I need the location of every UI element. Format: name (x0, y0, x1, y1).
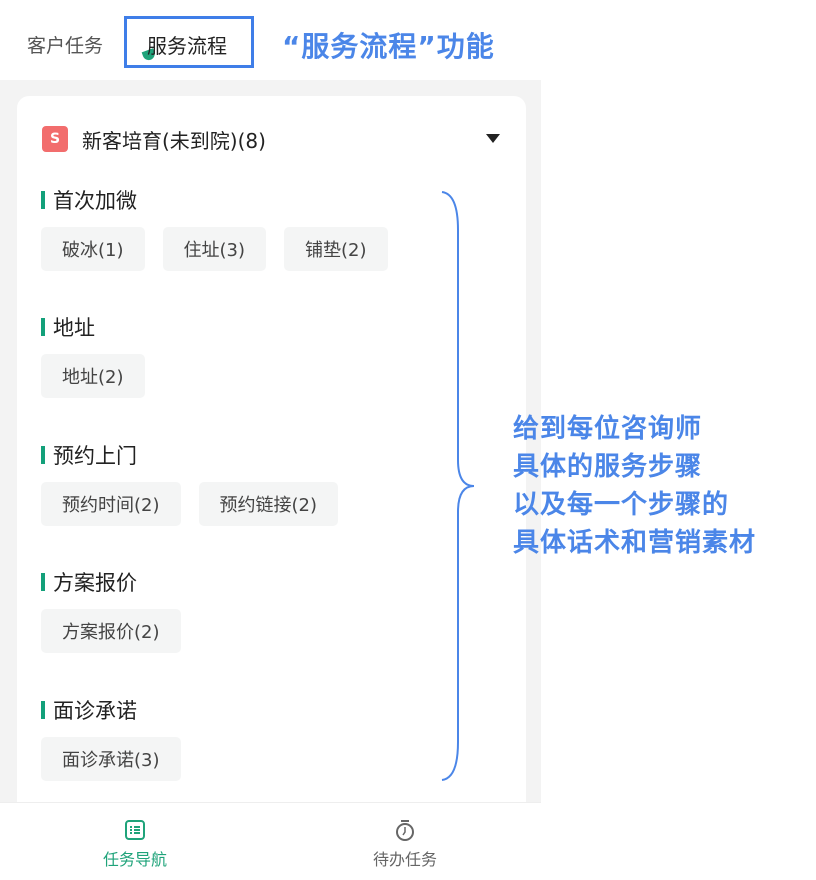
chip-address[interactable]: 地址(2) (41, 354, 145, 398)
annotation-line: 以及每一个步骤的 (513, 490, 730, 520)
chip-groundwork[interactable]: 铺垫(2) (284, 227, 388, 271)
nav-label: 待办任务 (372, 850, 437, 869)
section-marker (41, 701, 45, 719)
section-title: 地址 (53, 316, 95, 340)
chip-icebreak[interactable]: 破冰(1) (41, 227, 145, 271)
section-title: 预约上门 (53, 444, 137, 468)
flow-icon: S (42, 126, 68, 152)
flow-card-header[interactable]: S 新客培育(未到院)(8) (42, 124, 266, 154)
annotation-line: 给到每位咨询师 (513, 414, 703, 444)
section-marker (41, 318, 45, 336)
chip-appointment-time[interactable]: 预约时间(2) (41, 482, 181, 526)
brace-annotation (441, 191, 475, 781)
section-title: 方案报价 (53, 571, 137, 595)
list-icon (125, 820, 145, 840)
chip-consult-promise[interactable]: 面诊承诺(3) (41, 737, 181, 781)
section-quote: 方案报价 方案报价(2) (41, 569, 181, 653)
highlight-box (124, 16, 254, 68)
section-title: 面诊承诺 (53, 699, 137, 723)
chip-appointment-link[interactable]: 预约链接(2) (198, 482, 338, 526)
section-appointment: 预约上门 预约时间(2) 预约链接(2) (41, 442, 338, 526)
nav-todo-tasks[interactable]: 待办任务 (270, 803, 540, 880)
annotation-line: 具体话术和营销素材 (513, 528, 757, 558)
annotation-body: 给到每位咨询师 具体的服务步骤 以及每一个步骤的 具体话术和营销素材 (513, 410, 756, 562)
section-address: 地址 地址(2) (41, 314, 145, 398)
stopwatch-icon (396, 820, 414, 841)
flow-card (17, 96, 526, 802)
tab-service-flow[interactable]: 服务流程 (147, 34, 227, 58)
flow-title: 新客培育(未到院)(8) (82, 128, 266, 153)
chip-address[interactable]: 住址(3) (162, 227, 266, 271)
annotation-title: “服务流程”功能 (282, 30, 495, 63)
bottom-nav: 任务导航 待办任务 (0, 802, 541, 880)
chip-quote[interactable]: 方案报价(2) (41, 609, 181, 653)
section-marker (41, 573, 45, 591)
top-tab-bar: 客户任务 服务流程 “服务流程”功能 (0, 0, 816, 80)
section-first-add: 首次加微 破冰(1) 住址(3) 铺垫(2) (41, 187, 388, 271)
section-consult-promise: 面诊承诺 面诊承诺(3) (41, 697, 181, 781)
section-title: 首次加微 (53, 189, 137, 213)
section-marker (41, 191, 45, 209)
nav-task-navigation[interactable]: 任务导航 (0, 803, 270, 880)
tab-customer-tasks[interactable]: 客户任务 (27, 35, 104, 57)
section-marker (41, 446, 45, 464)
annotation-line: 具体的服务步骤 (513, 452, 703, 482)
caret-down-icon[interactable] (486, 134, 500, 143)
nav-label: 任务导航 (102, 850, 167, 869)
